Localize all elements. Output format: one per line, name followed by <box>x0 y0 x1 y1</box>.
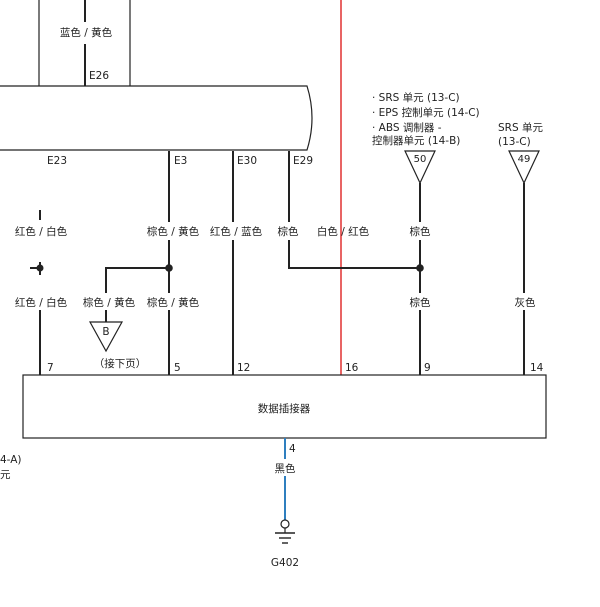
srs-unit-line-2: (13-C) <box>498 136 531 148</box>
wire-label-upper-5: 白色 / 红色 <box>317 225 370 238</box>
wire-label-lower-1: 红色 / 白色 <box>15 296 68 309</box>
harness-pin-e29: E29 <box>293 155 313 167</box>
harness-pin-e30: E30 <box>237 155 257 167</box>
terminal-49-label: 49 <box>518 154 531 165</box>
dlc-pin-12: 12 <box>237 362 250 374</box>
left-clipped-line-2: 元 <box>0 469 11 481</box>
wire-branch-b <box>105 267 169 293</box>
connector-b-label: B <box>102 326 109 338</box>
dlc-pin-14: 14 <box>530 362 544 374</box>
dlc-pin-7: 7 <box>47 362 54 374</box>
wire-label-upper-1: 红色 / 白色 <box>15 225 68 238</box>
dlc-pin-5: 5 <box>174 362 181 374</box>
srs-unit-line-1: SRS 单元 <box>498 122 543 134</box>
dlc-pin-9: 9 <box>424 362 431 374</box>
srs-group-line-1: · SRS 单元 (13-C) <box>372 92 460 104</box>
wire-e29-route <box>288 240 420 269</box>
wire-label-upper-6: 棕色 <box>410 225 431 238</box>
wire-label-lower-2: 棕色 / 黄色 <box>83 296 136 309</box>
data-connector-label: 数据插接器 <box>258 402 311 415</box>
ground-pin-label: 4 <box>289 443 296 455</box>
srs-group-line-4: 控制器单元 (14-B) <box>372 134 460 147</box>
ground-wire-label: 黑色 <box>275 462 296 475</box>
wire-label-lower-4: 棕色 <box>410 296 431 309</box>
terminal-50-label: 50 <box>414 154 427 165</box>
srs-group-line-2: · EPS 控制单元 (14-C) <box>372 106 480 119</box>
wire-label-lower-5: 灰色 <box>515 296 536 309</box>
harness-pin-e3: E3 <box>174 155 187 167</box>
top-pin-label: E26 <box>89 70 109 82</box>
harness-band <box>0 85 313 151</box>
srs-group-line-3: · ABS 调制器 - <box>372 121 442 134</box>
terminal-49-triangle <box>508 150 540 185</box>
wire-label-upper-3: 红色 / 蓝色 <box>210 225 263 238</box>
terminal-50-triangle <box>404 150 436 185</box>
left-clipped-line-1: 4-A) <box>0 454 22 466</box>
top-wire-label: 蓝色 / 黄色 <box>60 26 113 39</box>
ground-terminal-icon <box>280 519 290 529</box>
wire-label-upper-2: 棕色 / 黄色 <box>147 225 200 238</box>
dlc-pin-16: 16 <box>345 362 359 374</box>
connector-b-note: （接下页） <box>94 357 147 370</box>
data-connector-box <box>22 374 547 439</box>
splice-dot-left <box>36 264 44 272</box>
wire-label-upper-4: 棕色 <box>278 225 299 238</box>
wire-label-lower-3: 棕色 / 黄色 <box>147 296 200 309</box>
harness-pin-e23: E23 <box>47 155 67 167</box>
ground-name-label: G402 <box>271 557 299 569</box>
connector-b-triangle <box>88 321 124 353</box>
